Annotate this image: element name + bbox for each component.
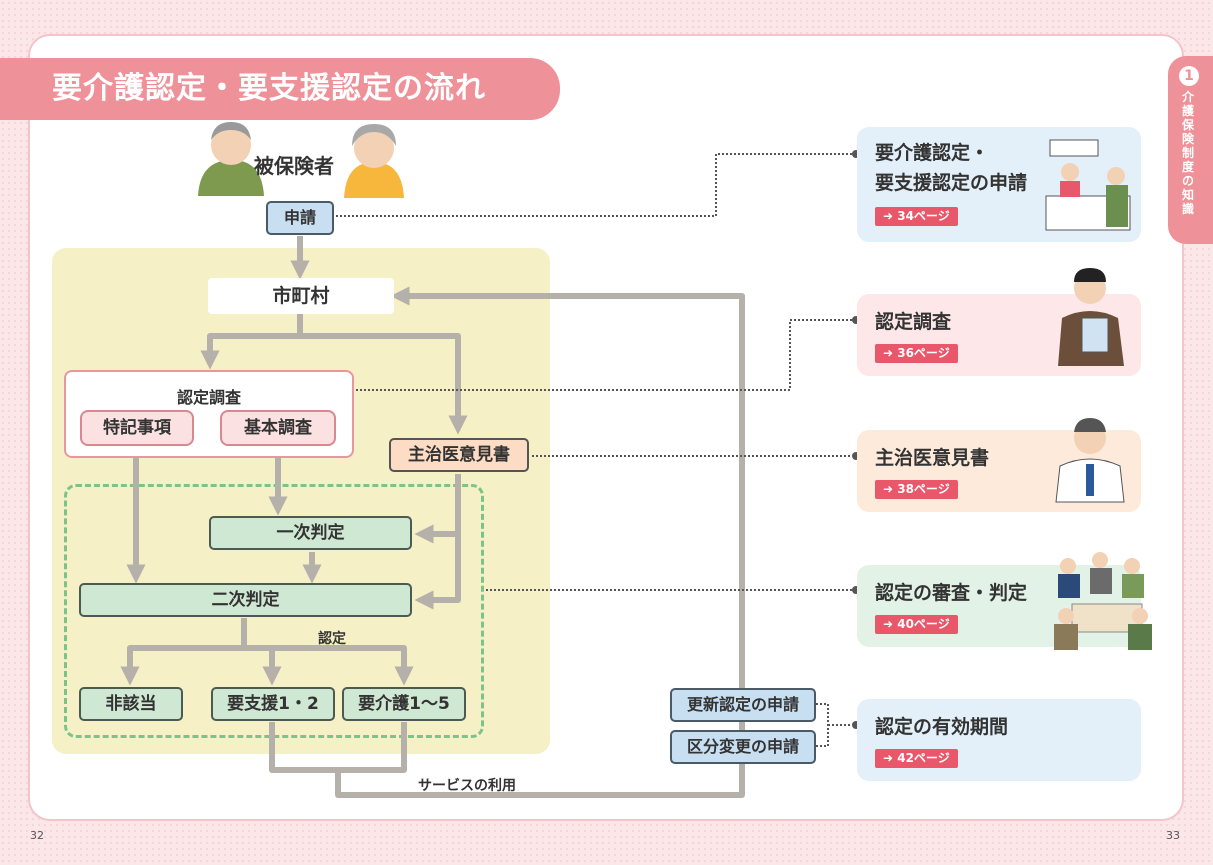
page-reference[interactable]: ➜ 42ページ [875,749,958,768]
panel-title: 認定の有効期間 [875,716,1009,738]
not-applicable-box: 非該当 [79,687,183,721]
chapter-tab[interactable]: 1 介護保険制度の知識 [1168,56,1213,244]
arrow-municipality-survey [200,314,303,370]
arrow-municipality-doctor [300,333,468,435]
municipality-box: 市町村 [208,278,394,314]
secondary-judgment-box: 二次判定 [79,583,412,617]
doctor-opinion-box: 主治医意見書 [389,438,529,472]
basic-survey-box: 基本調査 [220,410,336,446]
chapter-label: 介護保険制度の知識 [1182,90,1195,216]
arrow-to-care [244,645,414,686]
page-reference[interactable]: ➜ 38ページ [875,480,958,499]
page-reference[interactable]: ➜ 40ページ [875,615,958,634]
elderly-man-icon [198,122,264,196]
panel-application[interactable]: 要介護認定・ 要支援認定の申請 ➜ 34ページ [857,127,1141,242]
certification-label: 認定 [318,631,346,647]
panel-validity[interactable]: 認定の有効期間 ➜ 42ページ [857,699,1141,781]
page-title: 要介護認定・要支援認定の流れ [0,58,560,120]
arrow-secondary-outcomes [120,618,247,686]
page-reference[interactable]: ➜ 34ページ [875,207,958,226]
panel-title: 要支援認定の申請 [875,172,1028,194]
panel-review[interactable]: 認定の審査・判定 ➜ 40ページ [857,565,1141,647]
elderly-woman-icon [344,124,404,198]
primary-judgment-box: 一次判定 [209,516,412,550]
survey-group-label: 認定調査 [176,388,241,407]
service-label: サービスの利用 [418,778,516,794]
page-number-left: 32 [30,829,44,842]
apply-box: 申請 [266,201,334,235]
page-reference[interactable]: ➜ 36ページ [875,344,958,363]
panel-title: 認定調査 [875,311,952,333]
special-items-box: 特記事項 [80,410,194,446]
arrow-doctor-primary [414,474,461,544]
panel-title: 主治医意見書 [875,447,990,469]
support-box: 要支援1・2 [211,687,335,721]
insured-label: 被保険者 [254,154,334,178]
arrow-to-support [244,645,282,686]
panel-doctor[interactable]: 主治医意見書 ➜ 38ページ [857,430,1141,512]
panel-title: 認定の審査・判定 [875,582,1028,604]
change-box: 区分変更の申請 [670,730,816,764]
renewal-box: 更新認定の申請 [670,688,816,722]
arrow-doctor-secondary [414,534,461,610]
service-loop [269,296,745,798]
care-box: 要介護1～5 [342,687,466,721]
page-number-right: 33 [1166,829,1180,842]
chapter-number: 1 [1179,66,1199,86]
panel-survey[interactable]: 認定調査 ➜ 36ページ [857,294,1141,376]
panel-title: 要介護認定・ [875,142,990,164]
